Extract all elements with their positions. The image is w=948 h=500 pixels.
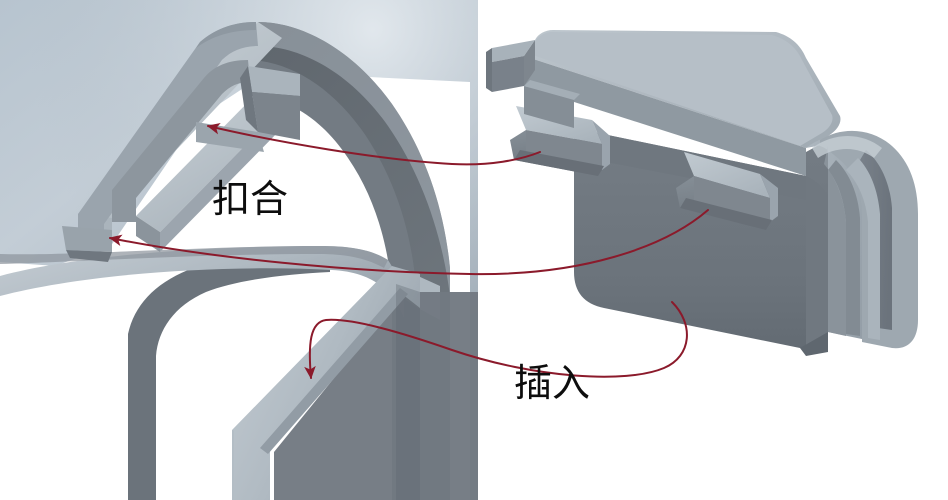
receptacle-notch-lower [62, 226, 112, 252]
lower-latch-tab-front [694, 176, 770, 222]
receptacle-part [0, 22, 478, 500]
receptacle-notch-lower-shadow [66, 250, 112, 262]
receptacle-right-mass [274, 292, 478, 500]
clip-body-right-edge [800, 332, 828, 356]
clip-top-plate-front [524, 56, 806, 176]
arrow-lower-tab-to-notch [108, 209, 709, 276]
annotation-arrows [108, 122, 709, 380]
clip-part [486, 30, 918, 356]
clip-plate-left-tail-top [492, 40, 535, 62]
clip-end-highlight [812, 136, 882, 158]
lower-latch-tab-top [684, 152, 770, 198]
arrow-upper-tab-to-notch [206, 122, 541, 166]
clip-end-tongue [846, 158, 880, 340]
receptacle-arm-body-dark [196, 22, 256, 48]
clip-plate-left-tail-cap [486, 48, 492, 92]
clip-top-plate-top [527, 32, 833, 146]
clip-top-plate-left-cap [524, 40, 535, 86]
receptacle-wall-shadow [396, 284, 420, 500]
clip-end-notch [806, 176, 828, 352]
lower-latch-tab-underside [680, 198, 772, 230]
receptacle-guide-channel-groove-2 [260, 288, 408, 454]
upper-latch-tab-endcap [592, 120, 610, 170]
label-insert: 插入 [514, 361, 590, 405]
clip-end-groove-inner [828, 160, 860, 336]
latch-notch-block-side [240, 66, 258, 132]
upper-latch-tab-underside [514, 150, 604, 176]
clip-plate-shoulder-top [524, 80, 580, 100]
clip-end-groove-outer [860, 150, 892, 330]
lower-latch-tab-endcap [760, 174, 778, 222]
text-labels: 扣合 插入 [212, 177, 590, 405]
receptacle-body-front [0, 240, 176, 500]
receptacle-lower-slab-dark [0, 250, 330, 500]
upper-latch-tab-front [526, 130, 602, 170]
latch-rail-top [136, 92, 282, 232]
receptacle-inner-rib [246, 60, 416, 500]
clip-end-inner-face [824, 146, 846, 336]
label-snap-fit: 扣合 [212, 177, 288, 221]
arrow-body-to-channel [304, 301, 688, 380]
latch-notch-block-top [248, 66, 300, 96]
receptacle-inner-arm [112, 60, 250, 222]
clip-plate-left-tail-front [492, 56, 524, 92]
latch-notch-block-face [252, 92, 300, 140]
receptacle-lower-slab-top-edge [0, 246, 388, 268]
latch-rail-front [136, 216, 160, 252]
receptacle-outer-wall-top [258, 22, 450, 296]
